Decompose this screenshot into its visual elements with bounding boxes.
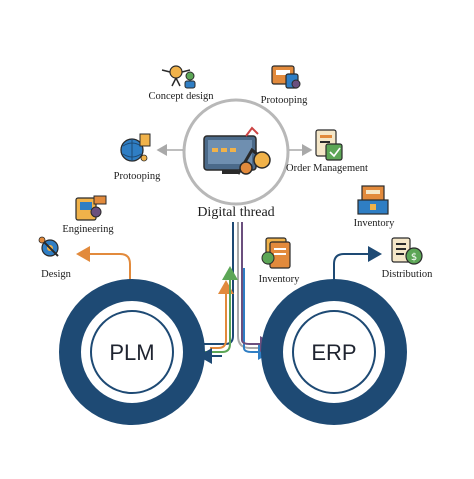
digital-thread-label: Digital thread: [197, 205, 275, 220]
distribution-label: Distribution: [381, 269, 433, 280]
engineering-icon: [75, 195, 107, 221]
thread-line-orange: [210, 280, 234, 349]
erp-to-distribution-arrow: [333, 246, 382, 292]
plm-label: PLM: [109, 340, 155, 365]
thread-line-green: [204, 266, 238, 353]
thread-line-gray: [237, 222, 272, 349]
distribution-icon: $: [391, 237, 423, 265]
thread-lines: [198, 222, 274, 364]
thread-line-blue: [243, 268, 272, 360]
inventory-mid-label: Inventory: [258, 274, 300, 285]
inventory-top-icon: [357, 185, 389, 215]
concept-design-label: Concept design: [148, 91, 214, 102]
thread-line-purple: [241, 222, 274, 352]
order-management-label: Order Management: [286, 163, 368, 174]
erp-label: ERP: [311, 340, 357, 365]
erp-hub: [261, 279, 407, 425]
monitor-robot-icon: [203, 126, 271, 175]
svg-text:$: $: [411, 252, 417, 263]
prototyping-left-label: Protooping: [113, 171, 161, 182]
design-label: Design: [41, 269, 71, 280]
design-icon: [38, 236, 59, 257]
prototyping-top-label: Protooping: [260, 95, 308, 106]
engineering-label: Engineering: [62, 224, 114, 235]
prototyping-globe-icon: [120, 133, 151, 162]
inventory-top-label: Inventory: [353, 218, 395, 229]
concept-design-icon: [161, 65, 196, 89]
order-management-icon: [315, 129, 343, 161]
thread-line-navy: [198, 222, 234, 345]
design-to-plm-arrow: [80, 253, 138, 294]
inventory-mid-icon: [261, 237, 291, 269]
plm-hub: [59, 279, 205, 425]
prototyping-top-icon: [271, 65, 301, 89]
